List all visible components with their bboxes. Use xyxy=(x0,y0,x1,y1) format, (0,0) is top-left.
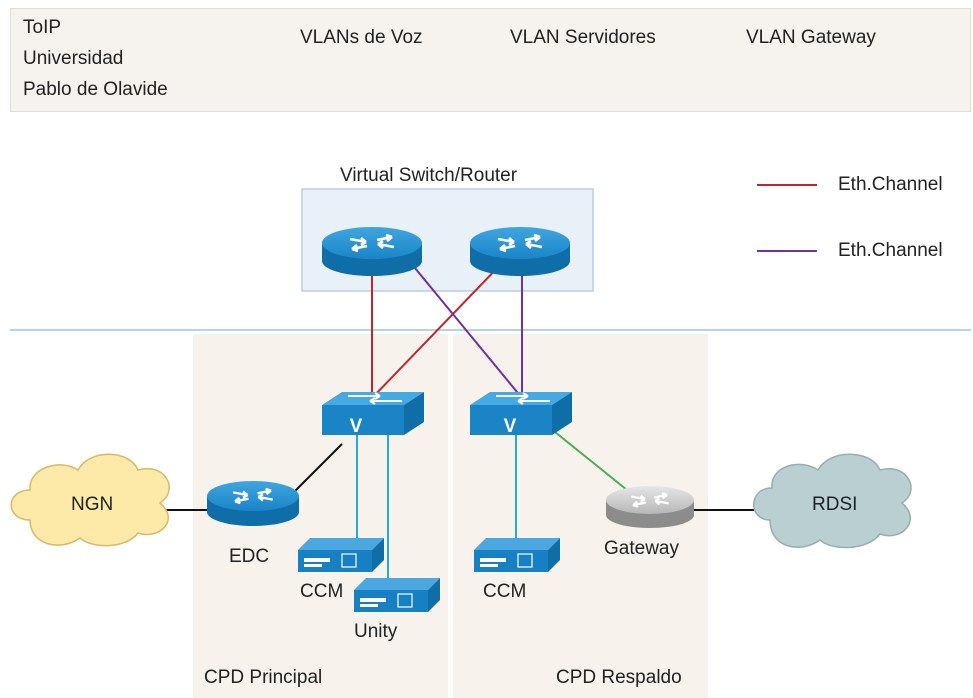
edc-label: EDC xyxy=(229,546,270,567)
core-router-1-icon xyxy=(322,227,422,276)
header-vlan-servidores: VLAN Servidores xyxy=(510,27,656,48)
core-router-2-icon xyxy=(470,227,570,276)
unity-label: Unity xyxy=(354,621,398,642)
header-title-line-3: Pablo de Olavide xyxy=(23,79,168,100)
zone-respaldo-label: CPD Respaldo xyxy=(556,667,682,688)
header-title-line-1: ToIP xyxy=(23,17,62,38)
header-title: ToIP Universidad Pablo de Olavide xyxy=(23,12,168,105)
ccm-respaldo-server-icon xyxy=(474,538,560,572)
ccm-principal-server-icon xyxy=(298,538,384,572)
eth-channel-purple-links xyxy=(409,261,523,399)
virtual-switch-label: Virtual Switch/Router xyxy=(340,165,518,186)
header-title-line-2: Universidad xyxy=(23,48,124,69)
zone-principal-label: CPD Principal xyxy=(204,667,323,688)
rdsi-label: RDSI xyxy=(812,494,858,515)
ccm-principal-label: CCM xyxy=(300,581,344,602)
ngn-cloud-icon xyxy=(10,453,170,547)
switch-principal-mark: V xyxy=(350,416,363,437)
switch-respaldo-mark: V xyxy=(504,416,517,437)
header-vlan-voz: VLANs de Voz xyxy=(300,27,423,48)
link-edc-switch xyxy=(289,443,343,497)
gateway-label: Gateway xyxy=(604,538,679,559)
legend-label-red: Eth.Channel xyxy=(838,174,943,195)
legend-label-purple: Eth.Channel xyxy=(838,240,943,261)
header-vlan-gateway: VLAN Gateway xyxy=(746,27,876,48)
link-switch-gateway xyxy=(549,427,633,495)
unity-server-icon xyxy=(354,578,440,612)
switch-principal-icon xyxy=(322,392,424,435)
ccm-respaldo-label: CCM xyxy=(483,581,527,602)
eth-channel-red-links xyxy=(371,261,504,399)
rdsi-cloud-icon xyxy=(753,453,912,549)
switch-respaldo-icon xyxy=(470,392,572,435)
gateway-router-icon xyxy=(606,486,694,528)
header-banner xyxy=(10,8,971,112)
ngn-label: NGN xyxy=(71,494,114,515)
edc-router-icon xyxy=(207,481,299,526)
